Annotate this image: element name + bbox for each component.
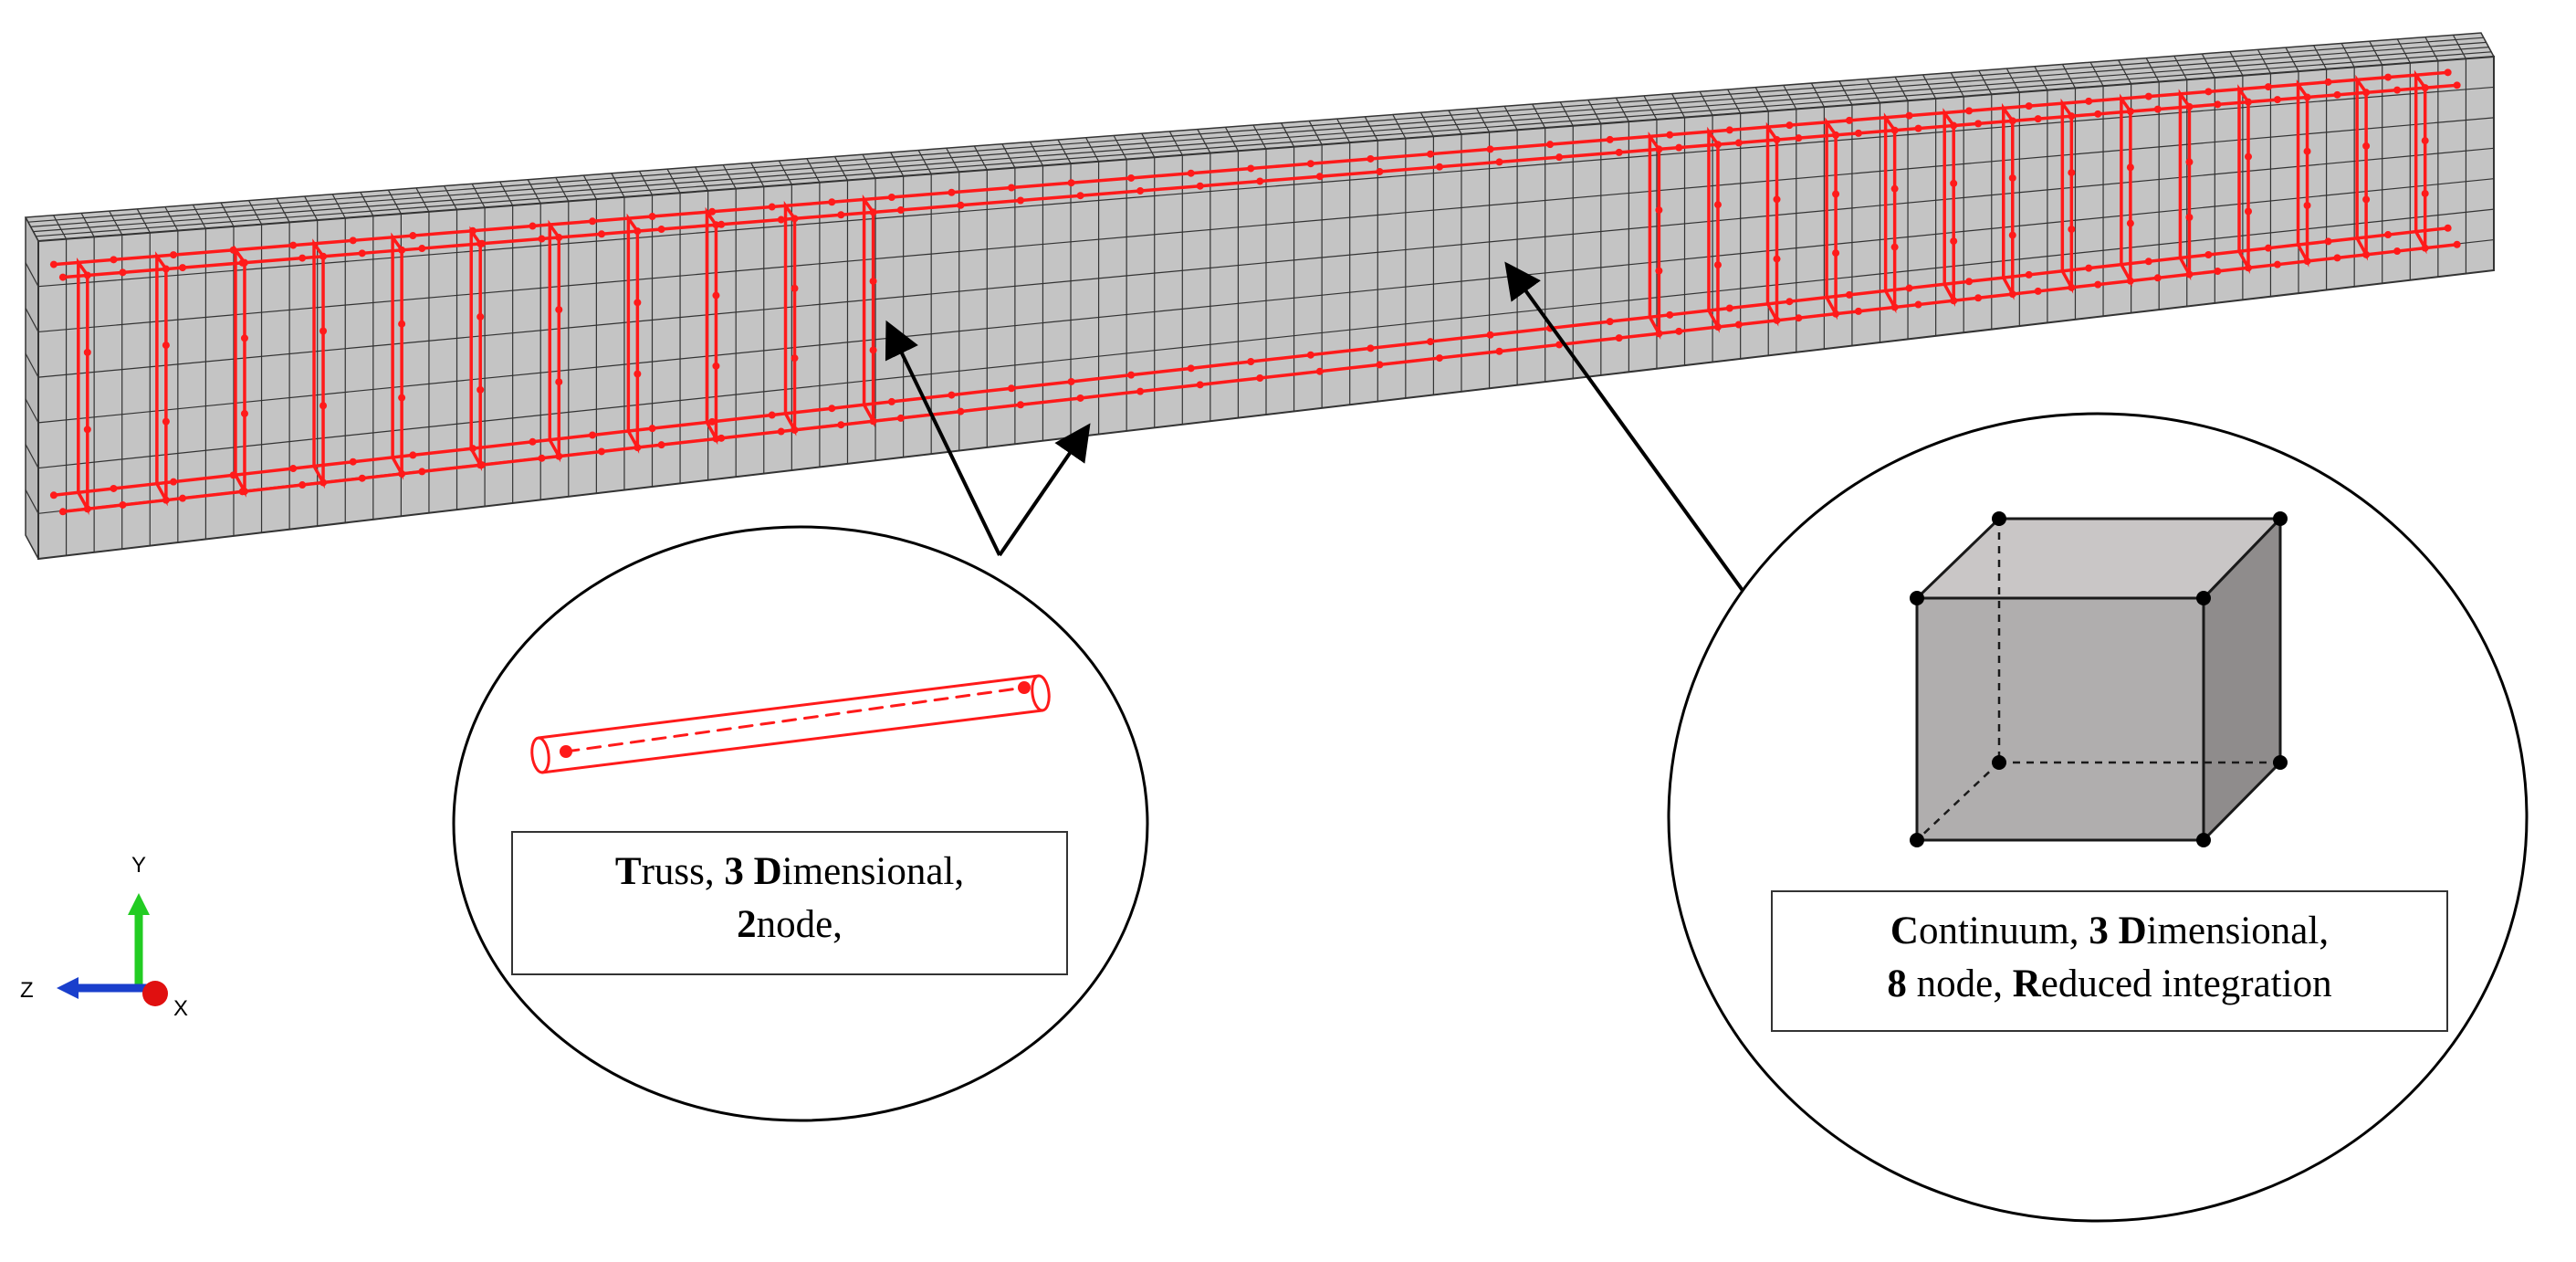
cube-nodes [1910, 511, 2288, 847]
rebar-cage [49, 68, 2461, 516]
c3d-arrow [1504, 261, 1745, 594]
concrete-beam-mesh [24, 32, 2496, 561]
leader-arrows [885, 261, 1745, 594]
truss-element-label: Truss, 3 Dimensional, 2node, [511, 831, 1068, 975]
truss-arrow-1 [885, 320, 1001, 556]
truss-arrow-2 [998, 423, 1091, 557]
continuum-element-label: Continuum, 3 Dimensional, 8 node, Reduce… [1771, 890, 2448, 1032]
c3d-label-line-2: 8 node, Reduced integration [1887, 962, 2332, 1005]
beam-end-face [25, 216, 39, 560]
truss-label-line-1: Truss, 3 Dimensional, [614, 850, 965, 893]
axis-z-label: Z [20, 978, 34, 1003]
truss-callout-circle [452, 525, 1149, 1122]
axis-x-label: X [173, 996, 188, 1021]
truss-node-1 [560, 745, 572, 758]
truss-node-2 [1018, 681, 1031, 694]
truss-element [530, 674, 1051, 774]
coordinate-triad: Y Z X [20, 853, 188, 1021]
c3d-label-line-1: Continuum, 3 Dimensional, [1890, 910, 2330, 952]
truss-label-line-2: 2node, [737, 903, 843, 946]
axis-y-label: Y [131, 853, 146, 878]
continuum-element-cube [1910, 511, 2288, 847]
